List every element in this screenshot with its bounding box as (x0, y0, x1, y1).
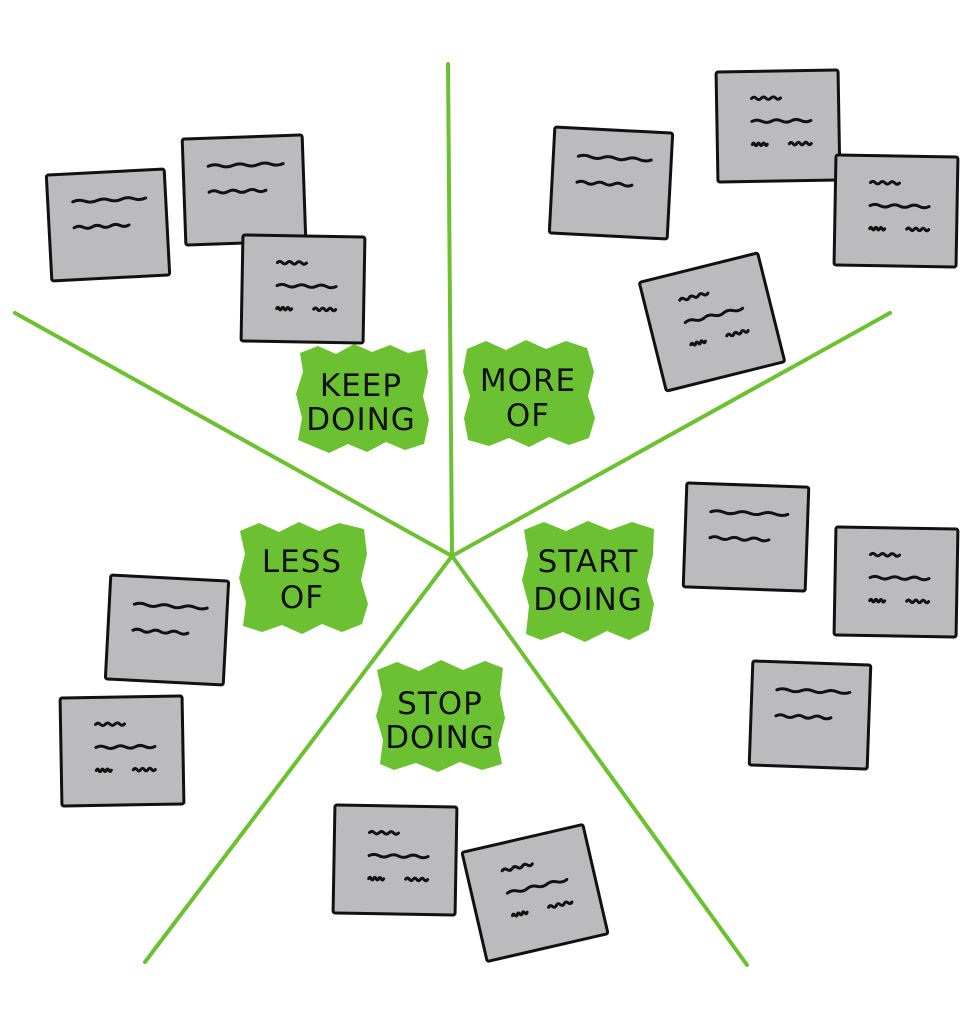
sticky-note-scribble (367, 852, 430, 860)
sticky-note-keep-doing[interactable] (180, 133, 308, 247)
highlight-start-doing (522, 521, 654, 642)
sticky-note-keep-doing[interactable] (44, 167, 172, 283)
divider-upper-left (13, 311, 454, 558)
highlight-stop-doing (376, 660, 505, 772)
label-start-doing-line1: START (538, 544, 639, 580)
sticky-note-scribble (71, 196, 148, 204)
sticky-note-scribble (547, 900, 574, 909)
highlight-keep-doing (296, 344, 429, 453)
sticky-note-start-doing[interactable] (747, 659, 873, 771)
sticky-note-scribble (207, 187, 268, 195)
label-more-of-line1: MORE (480, 363, 576, 399)
sticky-note-scribble (367, 829, 400, 836)
sticky-note-body (714, 68, 842, 184)
sticky-notes (44, 68, 960, 963)
sticky-note-stop-doing[interactable] (460, 823, 610, 963)
sticky-note-scribble (94, 721, 127, 728)
sticky-note-scribble (575, 179, 634, 188)
sticky-note-scribble (905, 598, 931, 605)
highlight-more-of (463, 340, 595, 447)
sticky-note-scribble (774, 713, 833, 721)
divider-lower-left (143, 554, 454, 964)
sticky-note-scribble (275, 282, 338, 290)
sticky-note-scribble (131, 627, 190, 636)
sticky-note-scribble (72, 222, 131, 230)
sticky-note-scribble (708, 535, 771, 543)
sticky-note-body (832, 525, 960, 639)
sticky-note-body (331, 803, 459, 917)
sticky-note-scribble (500, 862, 534, 873)
sticky-note-scribble (868, 225, 887, 232)
label-less-of-line1: LESS (262, 544, 342, 580)
sticky-note-scribble (750, 117, 813, 124)
sticky-note-scribble (750, 141, 769, 148)
sticky-note-scribble (683, 306, 745, 324)
sticky-note-body (44, 167, 172, 283)
sticky-note-scribble (131, 766, 157, 773)
sticky-note-body (103, 573, 231, 687)
highlight-less-of (239, 522, 368, 634)
sticky-note-less-of[interactable] (103, 573, 231, 687)
sticky-note-body (681, 481, 811, 593)
sticky-note-more-of[interactable] (832, 153, 960, 269)
sticky-note-body (239, 233, 367, 345)
sticky-note-scribble (404, 876, 430, 883)
sticky-note-body (547, 125, 675, 241)
sticky-note-scribble (367, 875, 386, 882)
label-more-of-line2: OF (506, 398, 550, 434)
sticky-note-scribble (868, 597, 887, 604)
section-dividers (13, 62, 892, 967)
label-stop-doing-line2: DOING (385, 720, 495, 756)
sticky-note-scribble (775, 687, 852, 695)
sticky-note-stop-doing[interactable] (331, 803, 459, 917)
label-keep-doing-line2: DOING (306, 402, 416, 438)
sticky-note-scribble (787, 140, 813, 147)
sticky-note-more-of[interactable] (547, 125, 675, 241)
sticky-note-more-of[interactable] (638, 251, 786, 393)
sticky-note-less-of[interactable] (58, 694, 186, 808)
label-highlights (239, 340, 654, 772)
sticky-note-scribble (689, 339, 707, 347)
sticky-note-more-of[interactable] (714, 68, 842, 184)
label-start-doing-line2: DOING (533, 582, 643, 618)
sticky-note-scribble (750, 95, 783, 102)
sticky-note-scribble (868, 574, 931, 582)
divider-lower-right (450, 554, 749, 967)
sticky-note-scribble (94, 767, 113, 774)
sticky-note-start-doing[interactable] (681, 481, 811, 593)
sticky-note-scribble (905, 226, 931, 233)
sticky-note-start-doing[interactable] (832, 525, 960, 639)
sticky-note-body (180, 133, 308, 247)
sticky-note-scribble (275, 259, 308, 266)
sticky-note-scribble (868, 202, 931, 210)
divider-top (446, 62, 454, 558)
sticky-note-scribble (132, 601, 209, 611)
sticky-note-scribble (868, 179, 901, 186)
sticky-note-scribble (275, 305, 294, 312)
label-less-of-line2: OF (280, 580, 324, 616)
sticky-note-body (747, 659, 873, 771)
sticky-note-keep-doing[interactable] (239, 233, 367, 345)
sticky-note-body (832, 153, 960, 269)
sticky-note-scribble (709, 509, 790, 517)
sticky-note-scribble (678, 291, 710, 302)
sticky-note-scribble (505, 878, 569, 895)
sticky-note-scribble (511, 910, 529, 918)
section-labels: KEEP DOING MORE OF START DOING STOP DOIN… (262, 363, 643, 756)
sticky-note-scribble (868, 551, 901, 558)
sticky-note-scribble (206, 161, 285, 169)
sticky-note-scribble (94, 743, 157, 750)
label-keep-doing-line1: KEEP (320, 368, 402, 404)
divider-upper-right (450, 311, 892, 558)
sticky-note-body (460, 823, 610, 963)
sticky-note-scribble (725, 329, 750, 338)
sticky-note-scribble (312, 306, 338, 313)
sticky-note-body (58, 694, 186, 808)
label-stop-doing-line1: STOP (397, 686, 483, 722)
sticky-note-body (638, 251, 786, 393)
sticky-note-scribble (576, 153, 653, 163)
